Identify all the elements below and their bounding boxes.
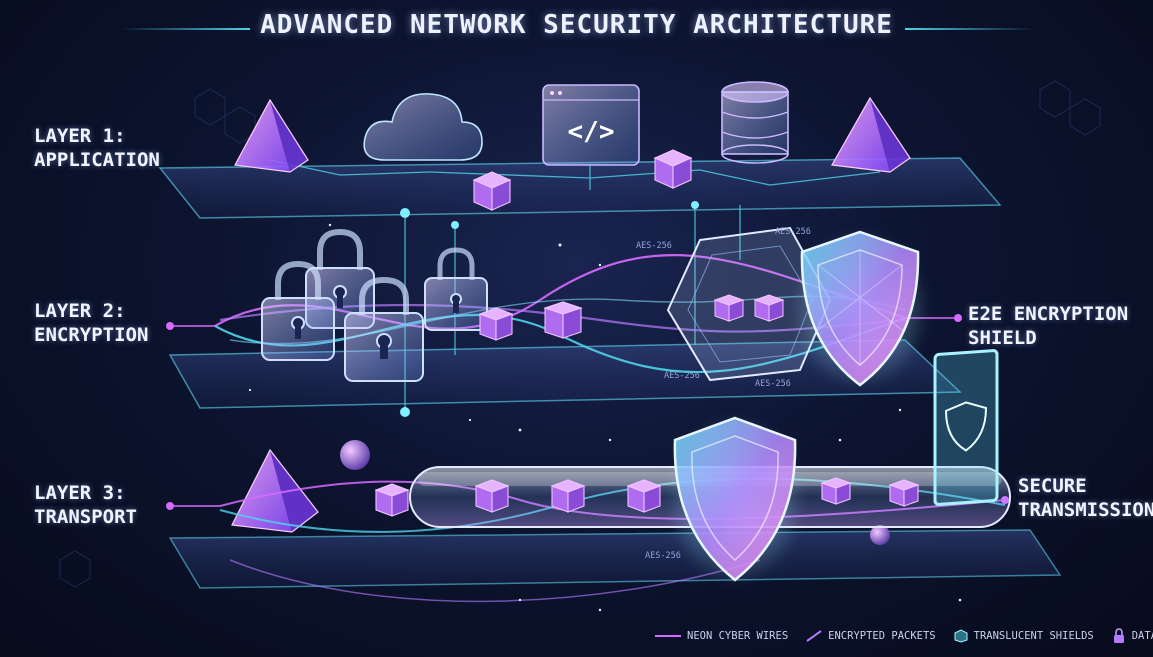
transmission-callout-line2: TRANSMISSION [1018,499,1153,521]
layer-1-platform [158,157,1002,219]
layer-1-label: LAYER 1: APPLICATION [34,124,160,172]
page-title: ADVANCED NETWORK SECURITY ARCHITECTURE [260,10,893,40]
legend-label: DATA LOCKS [1131,630,1153,642]
code-window-icon: </> [542,84,640,166]
translucent-shield-icon [790,230,930,390]
legend-label: TRANSLUCENT SHIELDS [973,630,1094,642]
layer-3-platform [168,529,1062,589]
legend-item-locks: DATA LOCKS [1112,628,1153,644]
data-lock-icon [344,276,424,382]
encrypted-packet-icon [806,630,822,642]
e2e-callout-line1: E2E ENCRYPTION [968,303,1129,325]
data-lock-icon [1113,628,1124,643]
packet-tag: AES-256 [775,227,811,237]
packet-tag: AES-256 [636,241,672,251]
legend-label: NEON CYBER WIRES [687,630,789,642]
svg-text:</>: </> [568,117,615,147]
data-lock-icon [424,247,488,331]
pyramid-left [234,98,309,173]
packet-cubes-layer-3 [374,477,920,517]
layer-3-number: LAYER 3: [34,482,126,504]
encryption-hex-sphere [666,226,832,382]
cloud-icon [363,93,483,161]
packet-tag: AES-256 [645,551,681,561]
title-line-left [120,28,250,30]
layer-3-label: LAYER 3: TRANSPORT [34,481,137,529]
sparkle-particles [248,223,962,612]
packet-tag: AES-256 [755,379,791,389]
translucent-shield-icon [954,629,968,643]
legend-item-packets: ENCRYPTED PACKETS [806,630,936,642]
packet-cubes-layer-2 [478,301,583,341]
background-hex-pattern [59,80,1101,588]
transport-shield-icon [665,415,805,585]
orb-spheres [340,440,890,545]
secure-transmission-callout: SECURE TRANSMISSION [1018,474,1153,522]
e2e-shield-callout: E2E ENCRYPTION SHIELD [968,302,1128,350]
padlock-icons [261,228,488,382]
packet-cubes-layer-1 [472,149,693,211]
pyramid-layer-3 [231,448,319,533]
legend-item-wires: NEON CYBER WIRES [655,630,788,642]
layer-2-label: LAYER 2: ENCRYPTION [34,299,148,347]
layer-1-number: LAYER 1: [34,125,126,147]
layer-2-name: ENCRYPTION [34,324,149,346]
packet-tags: AES-256 AES-256 AES-256 AES-256 AES-256 [636,227,811,561]
pyramid-right [831,96,911,173]
packet-tag: AES-256 [664,371,700,381]
secure-gateway-panel [933,349,999,506]
neon-wire-icon [655,635,681,637]
legend: NEON CYBER WIRES ENCRYPTED PACKETS TRANS… [655,626,1153,646]
layer-1-name: APPLICATION [34,149,160,171]
legend-item-shields: TRANSLUCENT SHIELDS [954,629,1094,643]
transmission-callout-line1: SECURE [1018,475,1087,497]
e2e-callout-line2: SHIELD [968,327,1037,349]
layer-3-name: TRANSPORT [34,506,137,528]
legend-label: ENCRYPTED PACKETS [828,630,936,642]
database-icon [721,81,789,164]
data-lock-icon [261,260,335,361]
layer-2-number: LAYER 2: [34,300,126,322]
title-line-right [905,28,1035,30]
